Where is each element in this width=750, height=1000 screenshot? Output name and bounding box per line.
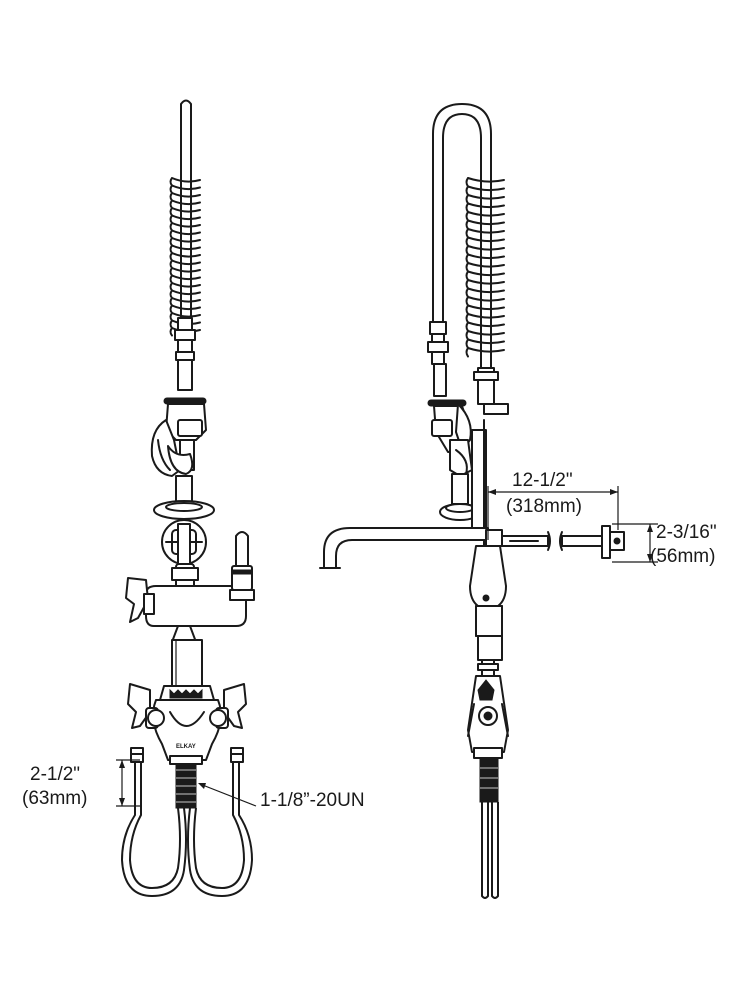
front-riser-tube [180,99,192,331]
side-wall-flange [485,525,625,559]
spout-reach-dimension: 12-1/2" (318mm) [487,470,619,540]
flange-depth-dimension: 2-3/16" (56mm) [612,522,717,567]
side-lower-valve-body [467,659,509,759]
coil-loop [465,253,505,264]
side-spray-valve [427,399,509,477]
front-spring-coil [169,177,201,337]
front-threaded-shank [175,763,197,809]
side-column [469,545,507,661]
coil-loop [465,304,505,315]
coil-loop [465,194,505,205]
coil-loop [465,330,505,341]
coil-loop [465,287,505,298]
coil-loop [465,177,505,188]
thread-label: 1-1/8”-20UN [260,790,365,811]
coil-loop [465,321,505,332]
spout-reach-metric-label: (318mm) [506,496,582,517]
coil-loop [465,228,505,239]
front-lower-riser [153,475,215,520]
front-view: ELKAY [22,99,365,898]
side-spring-coil [465,177,505,358]
coil-loop [465,245,505,256]
nipple-height-imperial-label: 2-1/2" [30,764,80,785]
front-lower-valve-body: ELKAY [127,683,247,765]
nipple-height-dimension: 2-1/2" (63mm) [22,759,140,809]
flange-depth-metric-label: (56mm) [650,546,715,567]
front-column [171,639,203,687]
nipple-height-metric-label: (63mm) [22,788,87,809]
coil-loop [465,296,505,307]
side-lower-riser [439,419,487,546]
front-hose-segment [174,317,196,391]
coil-loop [465,219,505,230]
side-gooseneck-hose [432,102,492,374]
coil-loop [465,236,505,247]
coil-loop [465,270,505,281]
coil-loop [465,202,505,213]
front-upper-valve-body [125,531,255,643]
thread-callout: 1-1/8”-20UN [198,783,365,811]
side-view: 12-1/2" (318mm) 2-3/16" (56mm) [319,102,717,899]
front-supply-hoses [120,747,254,898]
coil-loop [465,262,505,273]
coil-loop [465,211,505,222]
coil-loop [465,347,505,358]
side-swing-spout [319,527,489,569]
front-wall-bracket [161,519,207,567]
coil-loop [465,338,505,349]
flange-depth-imperial-label: 2-3/16" [656,522,717,543]
side-shank-hoses [479,757,499,899]
front-spray-valve [150,397,207,477]
coil-loop [465,313,505,324]
front-logo-mark: ELKAY [176,744,196,750]
coil-loop [465,185,505,196]
spout-reach-imperial-label: 12-1/2" [512,470,573,491]
coil-loop [465,279,505,290]
